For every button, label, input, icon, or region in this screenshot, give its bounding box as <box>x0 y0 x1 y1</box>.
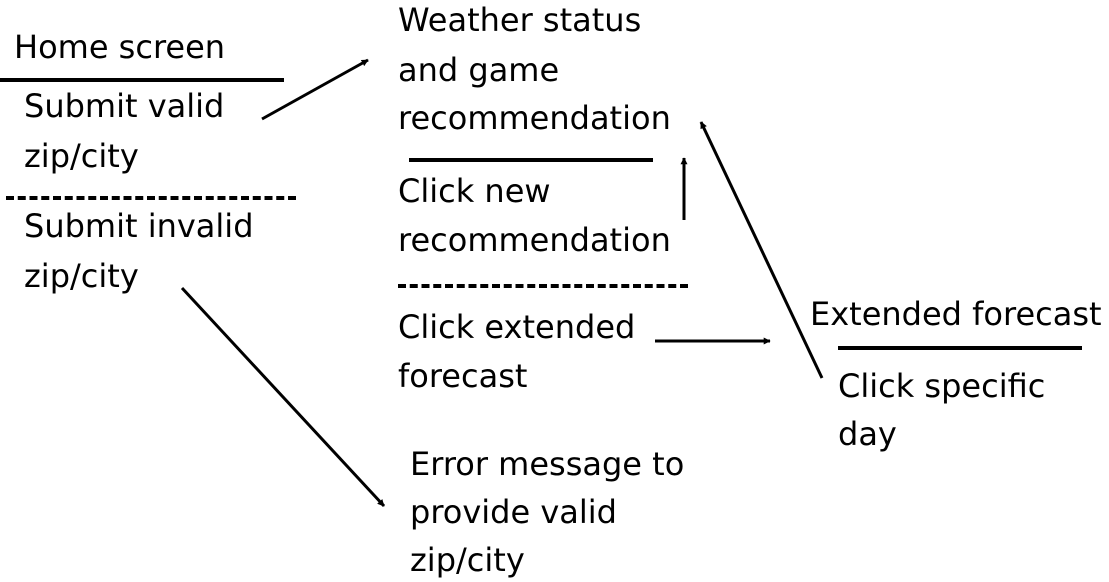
submit-valid-label-line2: zip/city <box>24 137 139 175</box>
error-message-line2: provide valid <box>410 493 617 531</box>
home-screen-dashed-divider <box>6 196 296 200</box>
specific-day-label-line2: day <box>838 415 897 453</box>
weather-status-title-line2: and game <box>398 51 560 89</box>
new-recommendation-label-line2: recommendation <box>398 221 671 259</box>
arrow-invalid-to-error <box>180 286 386 508</box>
weather-status-dashed-divider <box>398 284 688 288</box>
weather-status-divider <box>409 158 653 162</box>
weather-status-title-line1: Weather status <box>398 1 642 39</box>
error-message-line1: Error message to <box>410 445 685 483</box>
new-recommendation-label-line1: Click new <box>398 172 551 210</box>
home-screen-divider <box>0 78 284 82</box>
extended-forecast-divider <box>838 346 1082 350</box>
weather-status-title-line3: recommendation <box>398 99 671 137</box>
submit-invalid-label-line2: zip/city <box>24 257 139 295</box>
arrow-valid-to-weather <box>261 58 369 121</box>
home-screen-title: Home screen <box>14 28 226 66</box>
submit-invalid-label-line1: Submit invalid <box>24 207 254 245</box>
submit-valid-label-line1: Submit valid <box>24 87 225 125</box>
extended-forecast-link-line1: Click extended <box>398 308 636 346</box>
arrow-day-to-weather <box>699 121 824 379</box>
specific-day-label-line1: Click specific <box>838 367 1046 405</box>
extended-forecast-title: Extended forecast <box>810 295 1102 333</box>
extended-forecast-link-line2: forecast <box>398 357 528 395</box>
error-message-line3: zip/city <box>410 541 525 579</box>
